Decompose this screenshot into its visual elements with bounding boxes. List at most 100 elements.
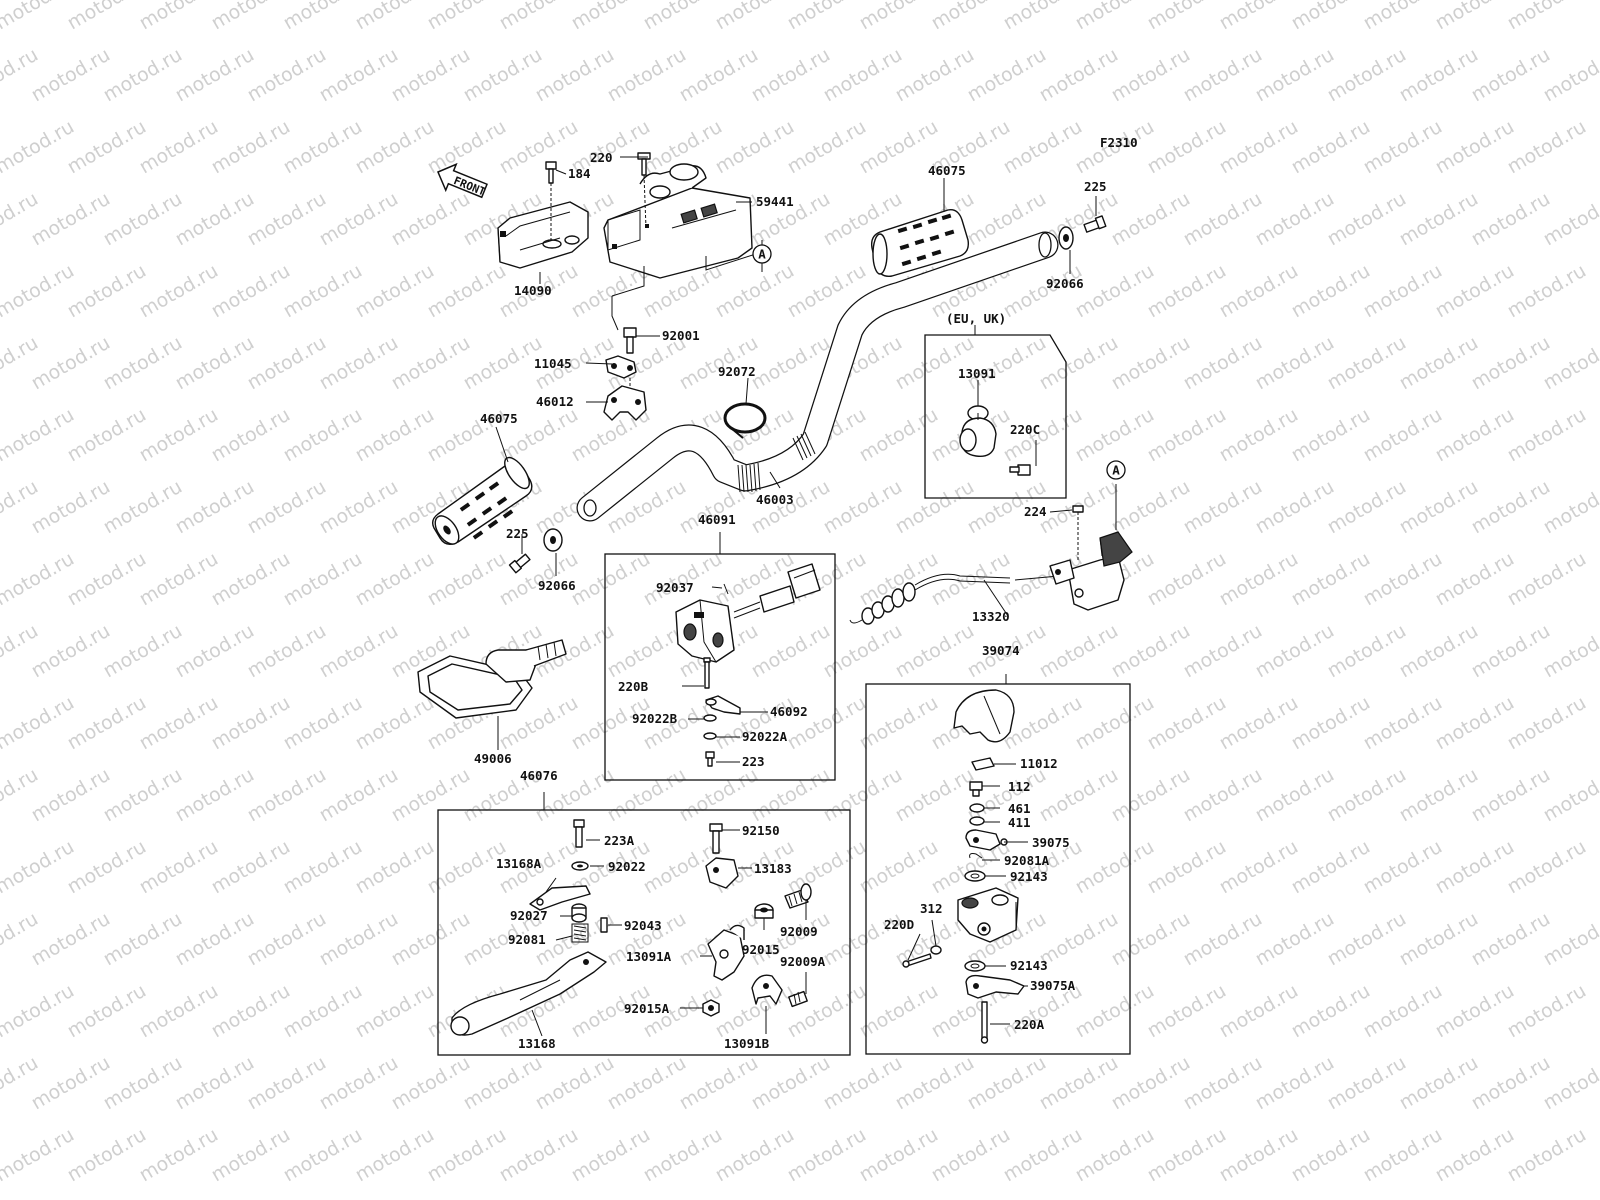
watermark-text: motod.ru bbox=[424, 260, 510, 323]
watermark-text: motod.ru bbox=[208, 116, 294, 179]
screw-220 bbox=[637, 152, 651, 229]
connector bbox=[759, 563, 821, 613]
watermark-text: motod.ru bbox=[1036, 620, 1122, 683]
watermark-text: motod.ru bbox=[964, 44, 1050, 107]
watermark-text: motod.ru bbox=[100, 620, 186, 683]
watermark-text: motod.ru bbox=[1432, 260, 1518, 323]
svg-text:A: A bbox=[758, 247, 766, 262]
watermark-text: motod.ru bbox=[1216, 260, 1302, 323]
holder-13091B bbox=[751, 974, 783, 1005]
part-label-46091: 46091 bbox=[698, 512, 736, 527]
part-label-92072: 92072 bbox=[718, 364, 756, 379]
watermark-text: motod.ru bbox=[1144, 116, 1230, 179]
watermark-text: motod.ru bbox=[1216, 980, 1302, 1043]
watermark-text: motod.ru bbox=[1396, 44, 1482, 107]
watermark-text: motod.ru bbox=[1360, 260, 1446, 323]
watermark-text: motod.ru bbox=[1144, 404, 1230, 467]
washer-92022A bbox=[703, 732, 717, 740]
watermark-text: motod.ru bbox=[388, 908, 474, 971]
watermark-text: motod.ru bbox=[568, 1124, 654, 1187]
nut-92015 bbox=[754, 903, 774, 919]
watermark-text: motod.ru bbox=[784, 116, 870, 179]
watermark-text: motod.ru bbox=[388, 332, 474, 395]
watermark-text: motod.ru bbox=[172, 620, 258, 683]
watermark-text: motod.ru bbox=[604, 44, 690, 107]
part-label-92015: 92015 bbox=[742, 942, 780, 957]
watermark-text: motod.ru bbox=[1468, 908, 1554, 971]
nut-312 bbox=[930, 945, 942, 955]
spring-92081 bbox=[571, 923, 589, 943]
nut-461 bbox=[969, 803, 985, 813]
watermark-text: motod.ru bbox=[1468, 476, 1554, 539]
watermark-text: motod.ru bbox=[1324, 476, 1410, 539]
watermark-text: motod.ru bbox=[784, 836, 870, 899]
watermark-text: motod.ru bbox=[1432, 692, 1518, 755]
part-label-112: 112 bbox=[1008, 779, 1031, 794]
watermark-text: motod.ru bbox=[316, 188, 402, 251]
right-bar-end bbox=[1058, 215, 1107, 250]
watermark-text: motod.ru bbox=[1504, 0, 1590, 34]
watermark-text: motod.ru bbox=[1108, 188, 1194, 251]
watermark-text: motod.ru bbox=[1180, 476, 1266, 539]
watermark-text: motod.ru bbox=[172, 476, 258, 539]
part-label-13091A: 13091A bbox=[626, 949, 672, 964]
watermark-text: motod.ru bbox=[892, 476, 978, 539]
ref-circle-a-top: A bbox=[752, 244, 772, 264]
watermark-text: motod.ru bbox=[1396, 620, 1482, 683]
part-label-92022A: 92022A bbox=[742, 729, 788, 744]
watermark-text: motod.ru bbox=[352, 404, 438, 467]
watermark-text: motod.ru bbox=[1216, 836, 1302, 899]
watermark-text: motod.ru bbox=[100, 1052, 186, 1115]
watermark-text: motod.ru bbox=[280, 692, 366, 755]
watermark-text: motod.ru bbox=[1396, 188, 1482, 251]
watermark-text: motod.ru bbox=[64, 836, 150, 899]
part-label-92009: 92009 bbox=[780, 924, 818, 939]
watermark-text: motod.ru bbox=[136, 260, 222, 323]
watermark-text: motod.ru bbox=[244, 476, 330, 539]
watermark-text: motod.ru bbox=[172, 332, 258, 395]
watermark-text: motod.ru bbox=[1180, 1052, 1266, 1115]
part-number-labels: 184 220 59441 14090 92001 11045 46012 92… bbox=[474, 150, 1107, 1051]
watermark-text: motod.ru bbox=[172, 908, 258, 971]
part-label-13320: 13320 bbox=[972, 609, 1010, 624]
part-label-225-left: 225 bbox=[506, 526, 529, 541]
lever-46092 bbox=[705, 695, 741, 715]
watermark-text: motod.ru bbox=[1000, 116, 1086, 179]
watermark-text: motod.ru bbox=[1396, 476, 1482, 539]
watermark-text: motod.ru bbox=[640, 548, 726, 611]
part-label-92043: 92043 bbox=[624, 918, 662, 933]
watermark-text: motod.ru bbox=[316, 476, 402, 539]
watermark-text: motod.ru bbox=[388, 188, 474, 251]
eu-uk-group-box bbox=[924, 334, 1067, 499]
watermark-text: motod.ru bbox=[352, 836, 438, 899]
watermark-text: motod.ru bbox=[208, 836, 294, 899]
watermark-text: motod.ru bbox=[316, 764, 402, 827]
watermark-text: motod.ru bbox=[208, 980, 294, 1043]
watermark-text: motod.ru bbox=[1324, 188, 1410, 251]
part-label-461: 461 bbox=[1008, 801, 1031, 816]
screw-223A bbox=[573, 819, 585, 848]
watermark-text: motod.ru bbox=[136, 548, 222, 611]
watermark-text: motod.ru bbox=[64, 692, 150, 755]
washer-92143-bottom bbox=[964, 960, 986, 972]
watermark-text: motod.ru bbox=[532, 1052, 618, 1115]
watermark-text: motod.ru bbox=[1432, 116, 1518, 179]
part-label-92015A: 92015A bbox=[624, 1001, 670, 1016]
lever-39075A bbox=[965, 974, 1025, 999]
watermark-text: motod.ru bbox=[1288, 836, 1374, 899]
watermark-text: motod.ru bbox=[1216, 548, 1302, 611]
watermark-text: motod.ru bbox=[1288, 116, 1374, 179]
watermark-text: motod.ru bbox=[352, 548, 438, 611]
part-label-13091: 13091 bbox=[958, 366, 996, 381]
watermark-text: motod.ru bbox=[244, 1052, 330, 1115]
watermark-text: motod.ru bbox=[1252, 332, 1338, 395]
part-label-39075A: 39075A bbox=[1030, 978, 1076, 993]
watermark-text: motod.ru bbox=[1072, 980, 1158, 1043]
screw-223 bbox=[705, 751, 715, 767]
watermark-text: motod.ru bbox=[892, 620, 978, 683]
watermark-text: motod.ru bbox=[172, 1052, 258, 1115]
watermark-text: motod.ru bbox=[172, 764, 258, 827]
watermark-text: motod.ru bbox=[1180, 764, 1266, 827]
watermark-text: motod.ru bbox=[1036, 1052, 1122, 1115]
